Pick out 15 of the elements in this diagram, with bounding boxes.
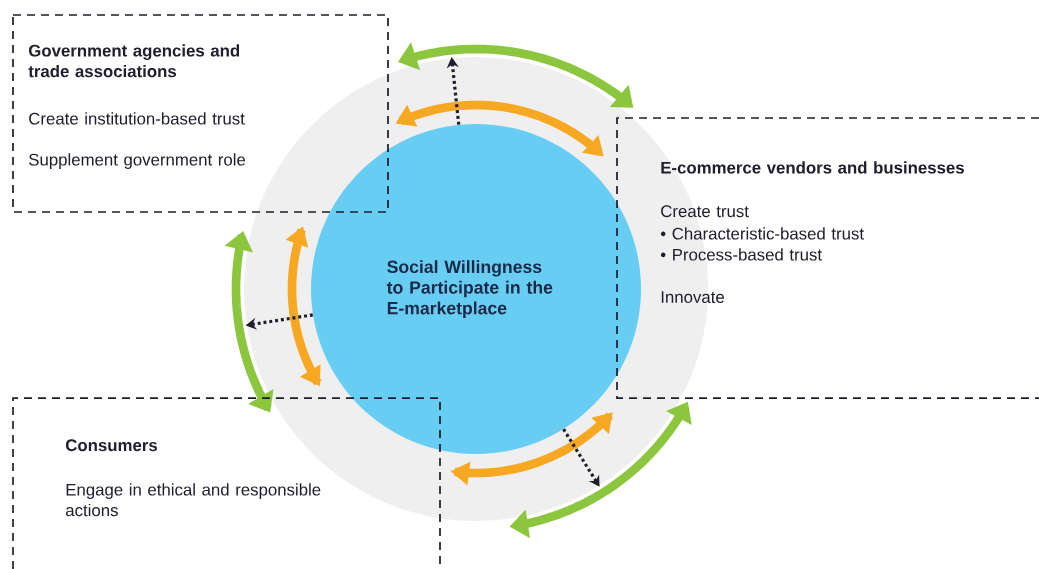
body-text: Innovate — [661, 291, 724, 303]
body-text: Engage in ethical and responsible actions — [66, 483, 321, 517]
body-text: Supplement government role — [29, 153, 246, 169]
dashed-box — [12, 14, 389, 213]
dashed-box — [616, 117, 1039, 399]
body-text: Create institution-based trust — [29, 112, 245, 125]
dotted-arrow — [446, 57, 461, 125]
box-heading: Government agencies and trade associations — [28, 44, 240, 78]
dashed-box — [12, 397, 441, 569]
body-text: • Process-based trust — [660, 248, 822, 261]
box-heading: Consumers — [65, 439, 157, 452]
body-text: • Characteristic-based trust — [660, 227, 864, 240]
body-text: Create trust — [661, 205, 749, 218]
box-heading: E-commerce vendors and businesses — [661, 161, 964, 174]
dotted-arrow — [562, 428, 600, 487]
